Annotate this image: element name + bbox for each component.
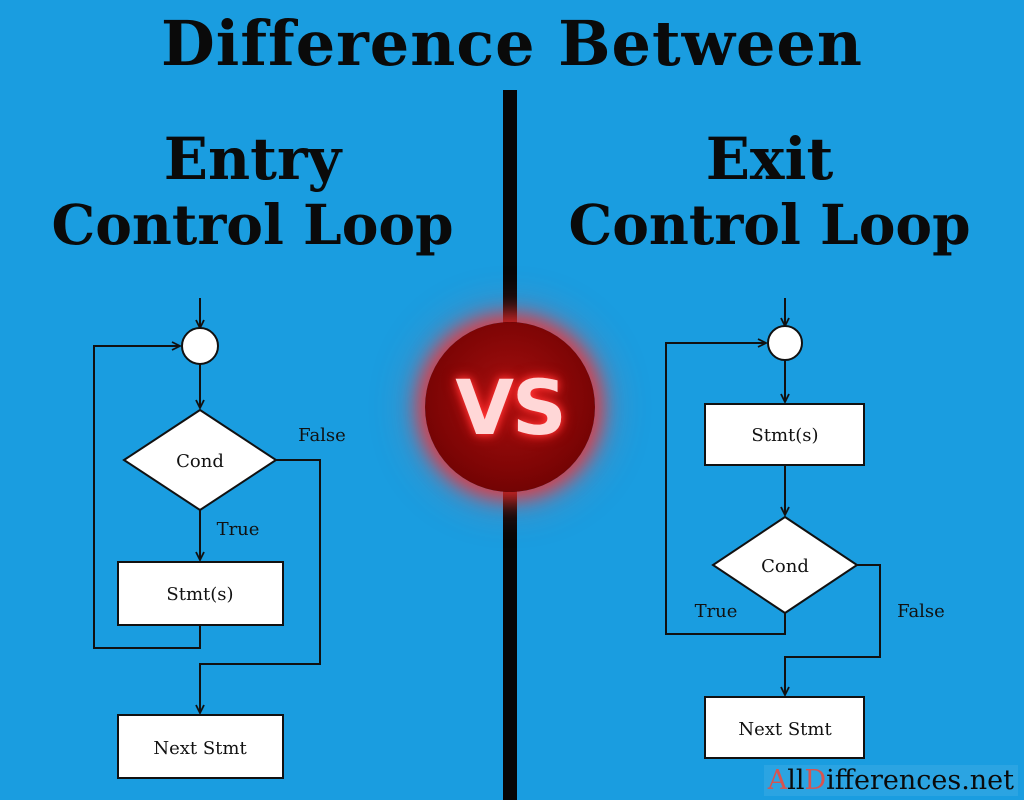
- exit-next-label: Next Stmt: [738, 719, 832, 740]
- exit-true-label: True: [695, 601, 738, 622]
- brand-part-d: ifferences.net: [826, 765, 1014, 796]
- exit-title-line2: Control Loop: [568, 192, 971, 257]
- exit-stmt-box: [704, 403, 865, 466]
- exit-false-arrow: [785, 564, 881, 695]
- exit-true-loop-arrow: [665, 343, 786, 635]
- exit-loop-title: Exit Control Loop: [515, 126, 1024, 258]
- entry-next-box: [117, 714, 284, 779]
- brand-part-c: D: [804, 765, 827, 796]
- vs-label: VS: [455, 362, 567, 452]
- entry-junction-node: [181, 327, 219, 365]
- entry-cond-label: Cond: [176, 451, 224, 472]
- exit-title-line1: Exit: [705, 125, 834, 193]
- entry-true-label: True: [217, 519, 260, 540]
- exit-false-label: False: [897, 601, 945, 622]
- brand-watermark: AllDifferences.net: [763, 765, 1018, 796]
- entry-stmt-label: Stmt(s): [166, 584, 233, 605]
- vs-badge: VS: [425, 322, 595, 492]
- entry-loop-title: Entry Control Loop: [0, 126, 505, 258]
- entry-next-label: Next Stmt: [153, 738, 247, 759]
- entry-false-arrow: [200, 459, 321, 713]
- exit-junction-node: [767, 325, 803, 361]
- exit-stmt-label: Stmt(s): [751, 425, 818, 446]
- exit-loop-flowchart: [665, 298, 881, 759]
- brand-part-a: A: [767, 765, 788, 796]
- brand-part-b: ll: [787, 765, 805, 796]
- entry-stmt-box: [117, 561, 284, 626]
- entry-loop-flowchart: [93, 298, 321, 779]
- entry-loop-back-arrow: [93, 346, 201, 649]
- entry-title-line1: Entry: [163, 125, 342, 193]
- exit-next-box: [704, 696, 865, 759]
- exit-cond-label: Cond: [761, 556, 809, 577]
- entry-title-line2: Control Loop: [51, 192, 454, 257]
- page-title: Difference Between: [161, 7, 863, 80]
- entry-false-label: False: [298, 425, 346, 446]
